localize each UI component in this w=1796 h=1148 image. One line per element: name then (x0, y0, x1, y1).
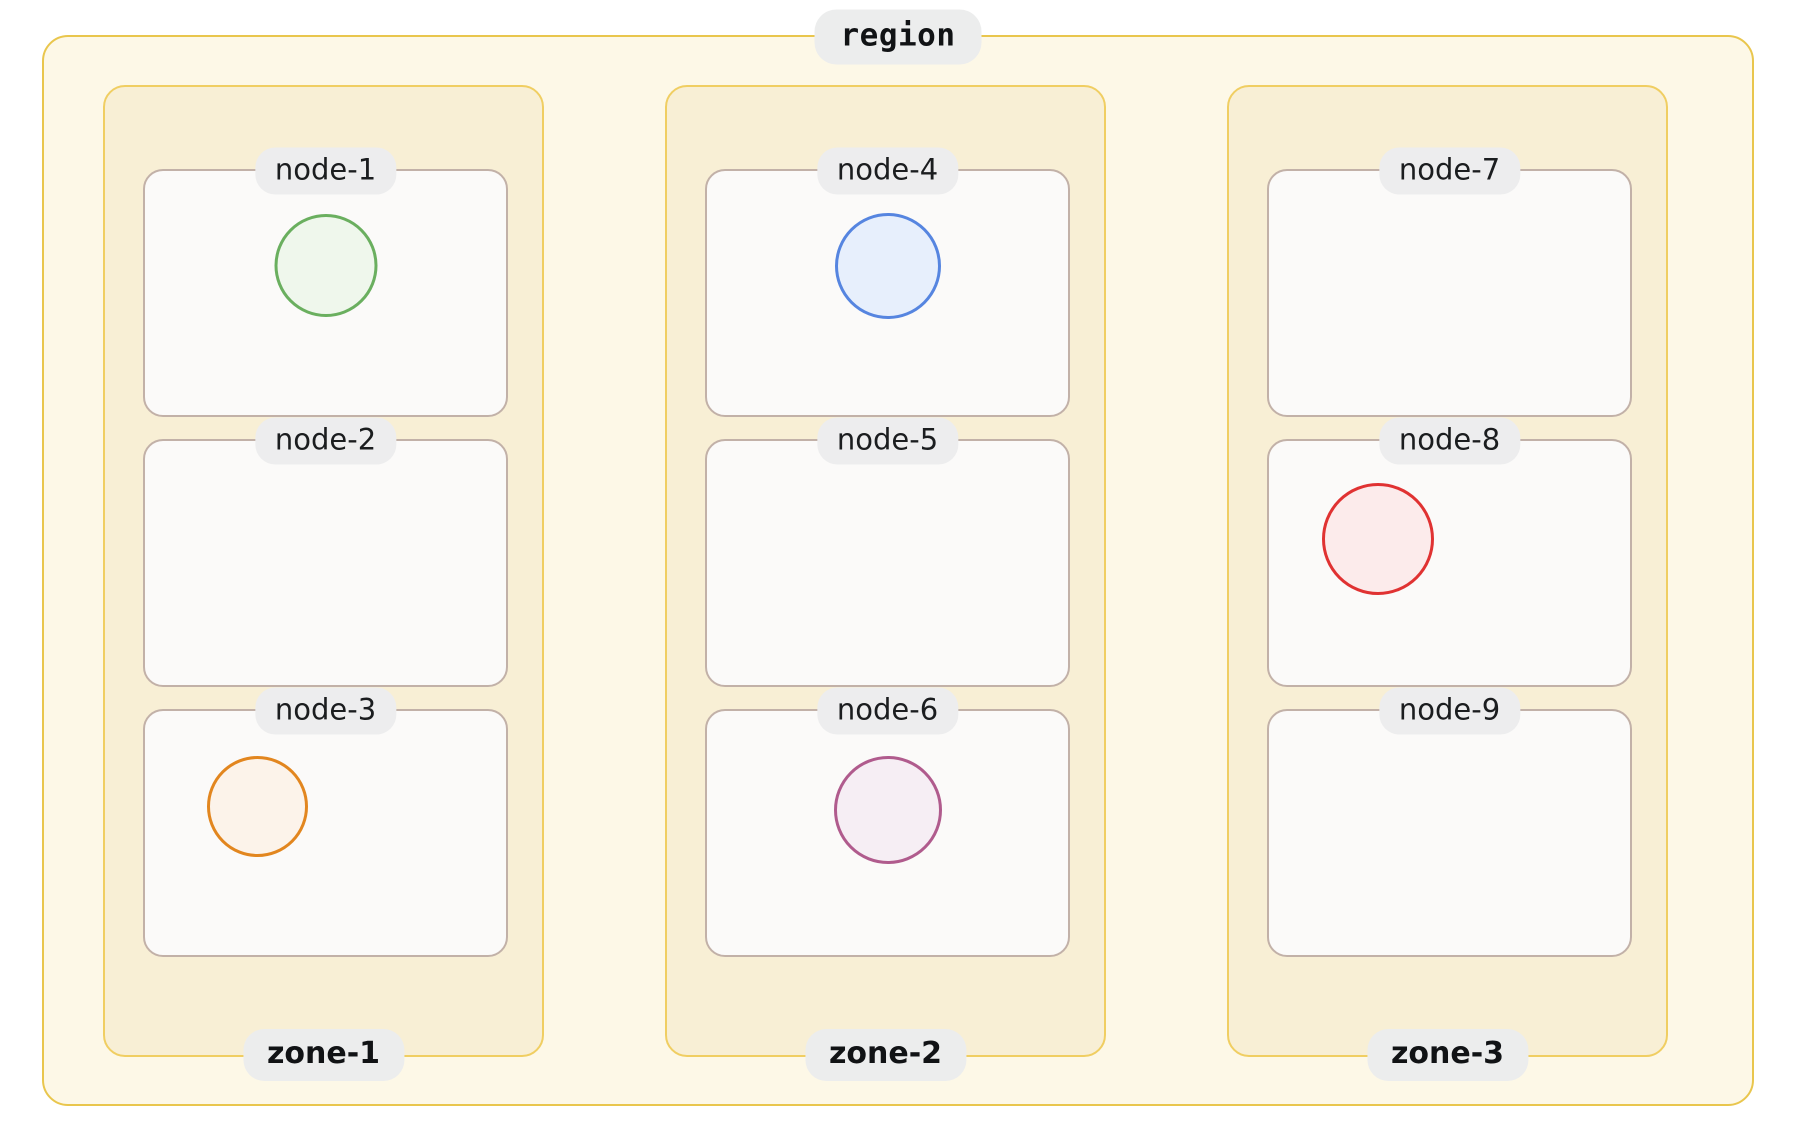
zones-row: zone-1 node-1 node-2 node-3 zone-2 node-4 node… (44, 37, 1752, 1104)
node-card[interactable]: node-9 (1267, 687, 1632, 957)
status-circle-icon (834, 213, 941, 319)
zone-container-2[interactable]: zone-2 node-4 node-5 node-6 (665, 85, 1106, 1081)
node-label: node-6 (816, 687, 959, 735)
node-label: node-4 (816, 147, 959, 195)
node-card[interactable]: node-1 (143, 147, 508, 417)
status-circle-icon (207, 756, 308, 857)
node-label: node-3 (254, 687, 397, 735)
node-label: node-1 (254, 147, 397, 195)
node-card[interactable]: node-3 (143, 687, 508, 957)
node-card[interactable]: node-8 (1267, 417, 1632, 687)
node-card[interactable]: node-6 (705, 687, 1070, 957)
node-card[interactable]: node-7 (1267, 147, 1632, 417)
node-card[interactable]: node-4 (705, 147, 1070, 417)
zone-container-1[interactable]: zone-1 node-1 node-2 node-3 (103, 85, 544, 1081)
region-container[interactable]: region zone-1 node-1 node-2 node-3 zone-2 nod… (42, 9, 1754, 1106)
zone-label: zone-1 (242, 1029, 405, 1081)
status-circle-icon (1322, 483, 1434, 595)
status-circle-icon (833, 756, 942, 864)
node-label: node-2 (254, 417, 397, 465)
node-label: node-9 (1378, 687, 1521, 735)
zone-label: zone-3 (1366, 1029, 1529, 1081)
zone-label: zone-2 (804, 1029, 967, 1081)
node-card[interactable]: node-5 (705, 417, 1070, 687)
node-label: node-5 (816, 417, 959, 465)
node-card[interactable]: node-2 (143, 417, 508, 687)
node-label: node-8 (1378, 417, 1521, 465)
region-label: region (814, 9, 982, 65)
node-label: node-7 (1378, 147, 1521, 195)
zone-container-3[interactable]: zone-3 node-7 node-8 node-9 (1227, 85, 1668, 1081)
status-circle-icon (274, 214, 377, 317)
